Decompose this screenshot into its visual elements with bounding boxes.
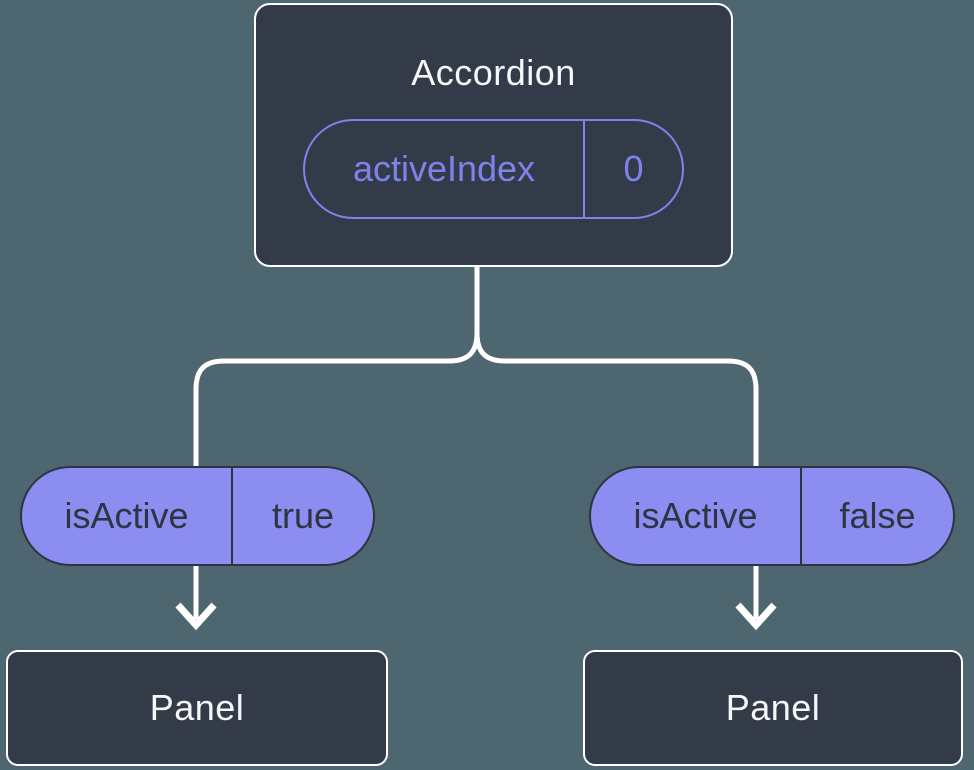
connector-right-branch — [474, 332, 759, 466]
prop-pill-activeindex: activeIndex 0 — [303, 119, 684, 219]
tree-node-panel-left: Panel — [6, 650, 388, 766]
prop-name-label: isActive — [22, 468, 233, 564]
prop-name-label: activeIndex — [305, 121, 585, 217]
connector-left-branch — [193, 265, 480, 466]
arrowhead-down-right-icon — [735, 602, 777, 631]
prop-pill-isactive-true: isActive true — [20, 466, 375, 566]
arrowhead-down-left-icon — [175, 602, 217, 631]
tree-node-panel-right: Panel — [583, 650, 963, 766]
tree-node-accordion: Accordion activeIndex 0 — [254, 3, 733, 267]
prop-value-label: false — [839, 495, 916, 536]
prop-value-label: true — [271, 495, 335, 536]
accordion-node-title: Accordion — [411, 52, 576, 93]
panel-node-title: Panel — [725, 687, 821, 728]
prop-name-label: isActive — [591, 468, 802, 564]
panel-node-title: Panel — [149, 687, 245, 728]
prop-value-label: 0 — [623, 148, 644, 189]
prop-pill-isactive-false: isActive false — [589, 466, 955, 566]
